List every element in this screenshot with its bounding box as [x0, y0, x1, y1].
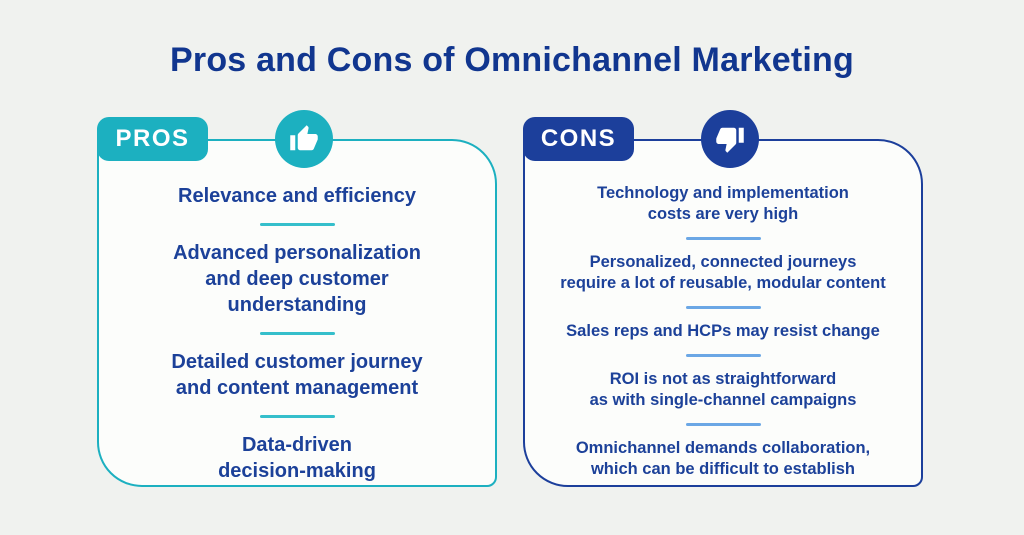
cons-panel: CONS Technology and implementation costs… [523, 110, 923, 487]
item-divider [685, 423, 761, 426]
item-divider [259, 223, 335, 226]
pros-item: Detailed customer journey and content ma… [171, 351, 423, 399]
cons-label: CONS [523, 117, 634, 161]
item-divider [685, 306, 761, 309]
item-divider [259, 332, 335, 335]
pros-label: PROS [97, 117, 208, 161]
cons-list: Technology and implementation costs are … [525, 141, 921, 480]
cons-item: Sales reps and HCPs may resist change [566, 322, 880, 340]
thumbs-down-icon [701, 110, 759, 168]
cons-item: Technology and implementation costs are … [597, 184, 849, 223]
item-divider [685, 237, 761, 240]
pros-item: Advanced personalization and deep custom… [173, 242, 421, 316]
thumbs-up-icon [275, 110, 333, 168]
cons-item: Personalized, connected journeys require… [560, 253, 886, 292]
cons-item: Omnichannel demands collaboration, which… [575, 439, 871, 478]
page-title: Pros and Cons of Omnichannel Marketing [170, 41, 854, 79]
item-divider [685, 354, 761, 357]
cons-item: ROI is not as straightforward as with si… [589, 370, 857, 409]
pros-list: Relevance and efficiency Advanced person… [99, 141, 495, 484]
pros-item: Relevance and efficiency [178, 185, 416, 207]
pros-panel: PROS Relevance and efficiency Advanced p… [97, 110, 497, 487]
pros-item: Data-driven decision-making [218, 434, 376, 482]
item-divider [259, 415, 335, 418]
